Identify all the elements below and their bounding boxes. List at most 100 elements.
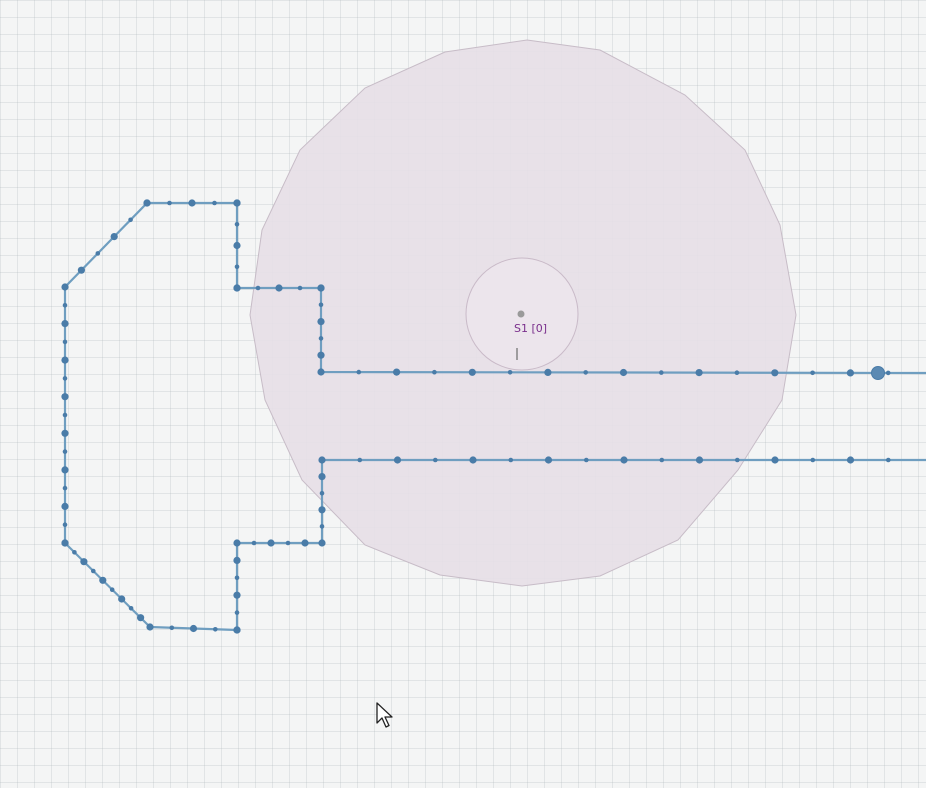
wall-node[interactable] [297,285,303,291]
wall-node[interactable] [233,284,241,292]
wall-node[interactable] [233,556,241,565]
wall-node[interactable] [886,457,891,463]
wall-node[interactable] [810,370,815,376]
wall-node[interactable] [233,626,241,634]
wall-node[interactable] [771,456,779,464]
wall-node[interactable] [810,457,816,463]
wall-node[interactable] [61,356,69,364]
wall-node[interactable] [659,370,664,375]
wall-node[interactable] [544,368,552,376]
wall-node[interactable] [61,539,69,547]
wall-node-group[interactable] [61,199,891,634]
wall-node[interactable] [301,539,309,547]
wall-node[interactable] [61,466,69,474]
wall-node[interactable] [318,539,326,547]
wall-node[interactable] [468,368,476,376]
wall-node[interactable] [695,369,703,377]
wall-node[interactable] [62,412,68,418]
wall-node[interactable] [584,457,589,463]
wall-node[interactable] [143,199,151,207]
wall-node[interactable] [319,490,325,496]
wall-node[interactable] [846,456,855,464]
wall-node[interactable] [146,623,154,631]
wall-node[interactable] [188,199,196,207]
sensor-center-dot[interactable] [517,310,525,318]
wall-node[interactable] [61,429,69,437]
wall-node[interactable] [583,370,588,375]
wall-node[interactable] [189,624,198,633]
wall-node[interactable] [251,540,257,546]
wall-node[interactable] [167,200,172,206]
wall-node[interactable] [659,457,665,463]
wall-node[interactable] [507,370,513,375]
wall-node[interactable] [62,522,68,527]
wall-node[interactable] [137,614,145,622]
wall-node[interactable] [317,318,325,326]
wall-node[interactable] [62,449,68,454]
wall-node[interactable] [91,568,96,574]
wall-node[interactable] [233,241,241,250]
wall-node[interactable] [771,369,779,377]
wall-node[interactable] [393,456,402,464]
wall-node[interactable] [234,610,240,615]
wall-node[interactable] [620,456,628,464]
wall-node[interactable] [318,456,326,464]
wall-node[interactable] [128,606,134,611]
wall-node[interactable] [234,264,240,270]
wall-node[interactable] [432,369,437,375]
wall-node[interactable] [619,368,628,377]
wall-node[interactable] [317,284,325,292]
wall-node[interactable] [234,222,240,227]
wall-node[interactable] [885,370,891,376]
wall-node[interactable] [734,370,740,376]
wall-node[interactable] [95,251,101,256]
wall-node[interactable] [72,550,77,555]
wall-node[interactable] [80,558,88,566]
wall-node[interactable] [62,485,68,491]
wall-node[interactable] [212,200,217,206]
wall-node[interactable] [61,502,69,510]
wall-node[interactable] [109,587,115,592]
wall-node[interactable] [62,339,68,345]
wall-node[interactable] [213,627,218,632]
wall-node[interactable] [318,302,324,308]
wall-node[interactable] [110,233,118,241]
wall-node[interactable] [393,368,401,376]
wall-node[interactable] [233,199,241,207]
wall-node[interactable] [846,369,855,377]
wall-node[interactable] [118,595,126,603]
wall-node[interactable] [62,303,68,308]
wall-node[interactable] [61,283,69,291]
sensor-label[interactable]: S1 [0] [514,322,548,335]
wall-node[interactable] [267,539,275,547]
wall-node[interactable] [169,625,175,631]
wall-node[interactable] [77,266,85,274]
wall-node[interactable] [128,217,133,223]
wall-node[interactable] [357,457,363,463]
wall-node[interactable] [234,575,240,581]
wall-node[interactable] [356,369,362,375]
wall-endpoint-handle[interactable] [871,366,885,380]
wall-node[interactable] [317,368,325,376]
wall-node[interactable] [233,539,241,547]
wall-node[interactable] [469,456,477,464]
wall-node[interactable] [255,285,261,291]
wall-node[interactable] [285,540,291,546]
wall-node[interactable] [735,457,740,463]
wall-node[interactable] [695,456,704,464]
wall-node[interactable] [318,473,326,481]
wall-node[interactable] [62,376,68,381]
wall-node[interactable] [317,351,325,359]
wall-node[interactable] [275,284,283,292]
wall-node[interactable] [61,393,69,401]
wall-node[interactable] [544,456,553,464]
wall-node[interactable] [318,506,326,514]
wall-node[interactable] [508,457,514,463]
wall-node[interactable] [61,320,69,328]
wall-node[interactable] [433,457,438,463]
wall-node[interactable] [99,576,107,584]
wall-node[interactable] [233,591,241,599]
wall-node[interactable] [319,524,325,529]
wall-node[interactable] [318,336,324,341]
